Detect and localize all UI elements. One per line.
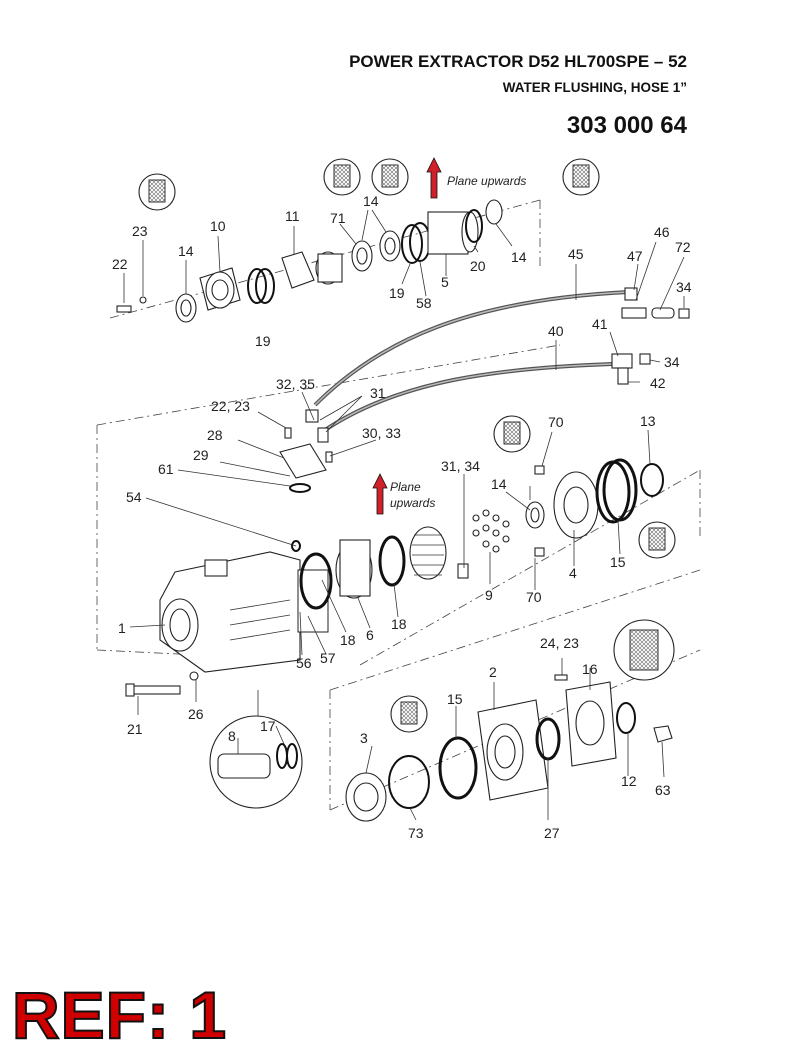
callout: 11 xyxy=(285,208,300,224)
callout: 28 xyxy=(207,427,223,443)
callout: 14 xyxy=(363,193,379,209)
callout: 19 xyxy=(389,285,405,301)
callout: 40 xyxy=(548,323,564,339)
callout: 29 xyxy=(193,447,209,463)
callout: 2 xyxy=(489,664,497,680)
callout: 73 xyxy=(408,825,424,841)
callout: 14 xyxy=(511,249,527,265)
callout: 14 xyxy=(178,243,194,259)
callout: 6 xyxy=(366,627,374,643)
reference-label: REF: 1 xyxy=(11,978,228,1052)
middle-assembly-parts xyxy=(299,458,664,610)
callout: 19 xyxy=(255,333,271,349)
callout: 9 xyxy=(485,587,493,603)
callout: 22 xyxy=(112,256,128,272)
callout: 34 xyxy=(664,354,680,370)
needle-bearing xyxy=(409,526,447,580)
document-title: POWER EXTRACTOR D52 HL700SPE – 52 xyxy=(349,52,687,71)
callout: 45 xyxy=(568,246,584,262)
filter-mesh-icon xyxy=(138,158,676,733)
callout: 32, 35 xyxy=(276,376,315,392)
callout: 54 xyxy=(126,489,142,505)
plane-upwards-arrow-top xyxy=(426,157,442,199)
callout: 8 xyxy=(228,728,236,744)
callout: 61 xyxy=(158,461,174,477)
callout: 14 xyxy=(491,476,507,492)
hose-45 xyxy=(313,290,629,407)
callout: 71 xyxy=(330,210,346,226)
callout: 47 xyxy=(627,248,643,264)
callout: 16 xyxy=(582,661,598,677)
plane-upwards-note-mid-line2: upwards xyxy=(390,496,435,510)
hose-40 xyxy=(323,362,613,432)
callout: 12 xyxy=(621,773,637,789)
callout: 70 xyxy=(526,589,542,605)
leader-lines xyxy=(123,209,685,821)
plane-upwards-note-top: Plane upwards xyxy=(447,174,526,188)
callout: 30, 33 xyxy=(362,425,401,441)
callout: 63 xyxy=(655,782,671,798)
callout: 56 xyxy=(296,655,312,671)
plane-upwards-note-mid-line1: Plane xyxy=(390,480,421,494)
callout: 20 xyxy=(470,258,486,274)
callout: 5 xyxy=(441,274,449,290)
callout: 26 xyxy=(188,706,204,722)
callout: 17 xyxy=(260,718,276,734)
callout: 24, 23 xyxy=(540,635,579,651)
top-assembly-parts xyxy=(116,199,503,323)
callout: 46 xyxy=(654,224,670,240)
main-housing xyxy=(159,540,329,673)
callout: 70 xyxy=(548,414,564,430)
bottom-assembly-parts xyxy=(125,671,673,822)
callout: 23 xyxy=(132,223,148,239)
plane-upwards-arrow-mid xyxy=(372,473,388,515)
callout: 3 xyxy=(360,730,368,746)
callout: 58 xyxy=(416,295,432,311)
callout: 13 xyxy=(640,413,656,429)
callout: 15 xyxy=(610,554,626,570)
callout: 31 xyxy=(370,385,386,401)
callout: 18 xyxy=(340,632,356,648)
callout: 10 xyxy=(210,218,226,234)
document-subtitle: WATER FLUSHING, HOSE 1” xyxy=(502,80,687,95)
callout: 34 xyxy=(676,279,692,295)
callout: 57 xyxy=(320,650,336,666)
roller-set xyxy=(472,509,510,553)
callout-labels: 22 23 14 10 11 71 14 19 58 5 20 14 45 46… xyxy=(112,193,692,841)
callout: 41 xyxy=(592,316,608,332)
manifold-block xyxy=(279,443,327,493)
callout: 4 xyxy=(569,565,577,581)
callout: 22, 23 xyxy=(211,398,250,414)
callout: 27 xyxy=(544,825,560,841)
callout: 21 xyxy=(127,721,143,737)
callout: 15 xyxy=(447,691,463,707)
part-number: 303 000 64 xyxy=(566,112,687,139)
callout: 18 xyxy=(391,616,407,632)
callout: 31, 34 xyxy=(441,458,480,474)
callout: 42 xyxy=(650,375,666,391)
callout: 1 xyxy=(118,620,126,636)
callout: 72 xyxy=(675,239,691,255)
